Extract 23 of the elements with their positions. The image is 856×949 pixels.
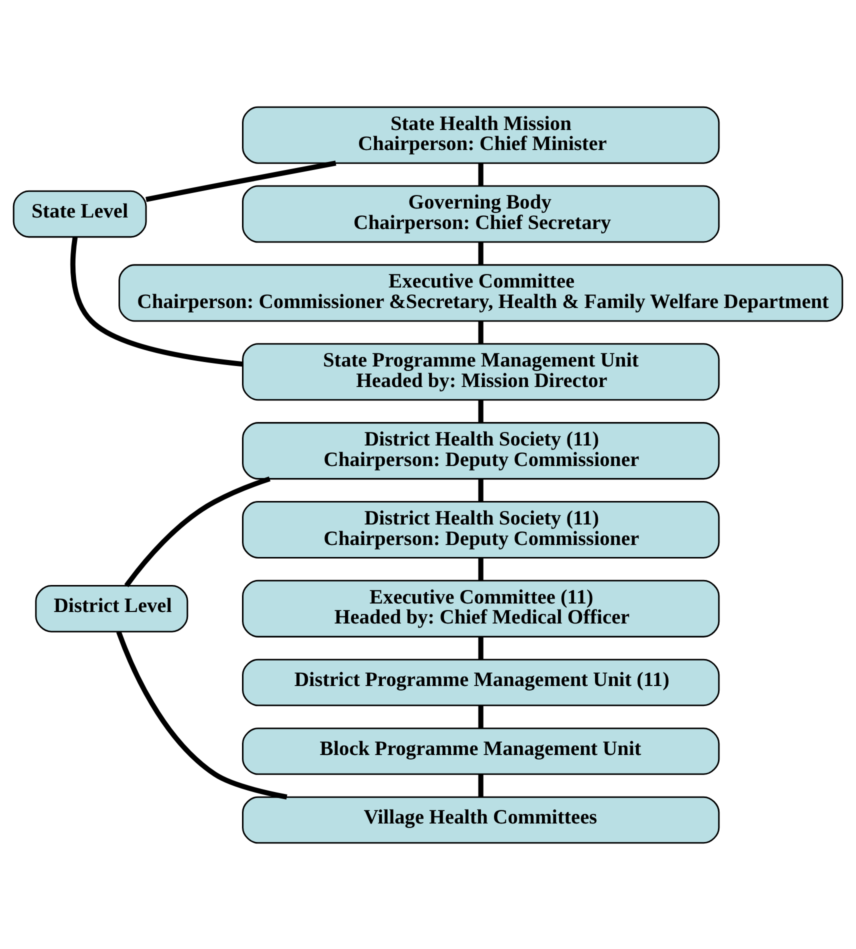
connector <box>478 636 484 659</box>
connector <box>70 236 243 366</box>
node-box: District Programme Management Unit (11) <box>242 658 720 706</box>
node-box: Governing Body Chairperson: Chief Secretary <box>242 184 720 242</box>
node-box: Village Health Committees <box>242 796 720 844</box>
connector <box>478 558 484 580</box>
node-box: District Level <box>35 584 188 632</box>
connector <box>478 704 484 728</box>
connector <box>478 163 484 186</box>
node-box: Executive Committee (11) Headed by: Chief Medical Officer <box>242 579 720 637</box>
connector <box>124 476 270 587</box>
connector <box>478 320 484 344</box>
node-box: State Level <box>12 190 147 238</box>
connector <box>478 400 484 422</box>
node-box: Executive Committee Chairperson: Commissioner &Secretary, Health & Family Welfare Department <box>118 264 844 322</box>
node-box: Block Programme Management Unit <box>242 727 720 774</box>
connector <box>478 478 484 501</box>
node-box: District Health Society (11) Chairperson: Deputy Commissioner <box>242 422 720 480</box>
node-box: District Health Society (11) Chairperson: Deputy Commissioner <box>242 500 720 558</box>
connector <box>478 774 484 796</box>
connector <box>478 242 484 264</box>
node-box: State Programme Management Unit Headed by: Mission Director <box>242 342 720 400</box>
node-box: State Health Mission Chairperson: Chief Minister <box>242 106 720 164</box>
